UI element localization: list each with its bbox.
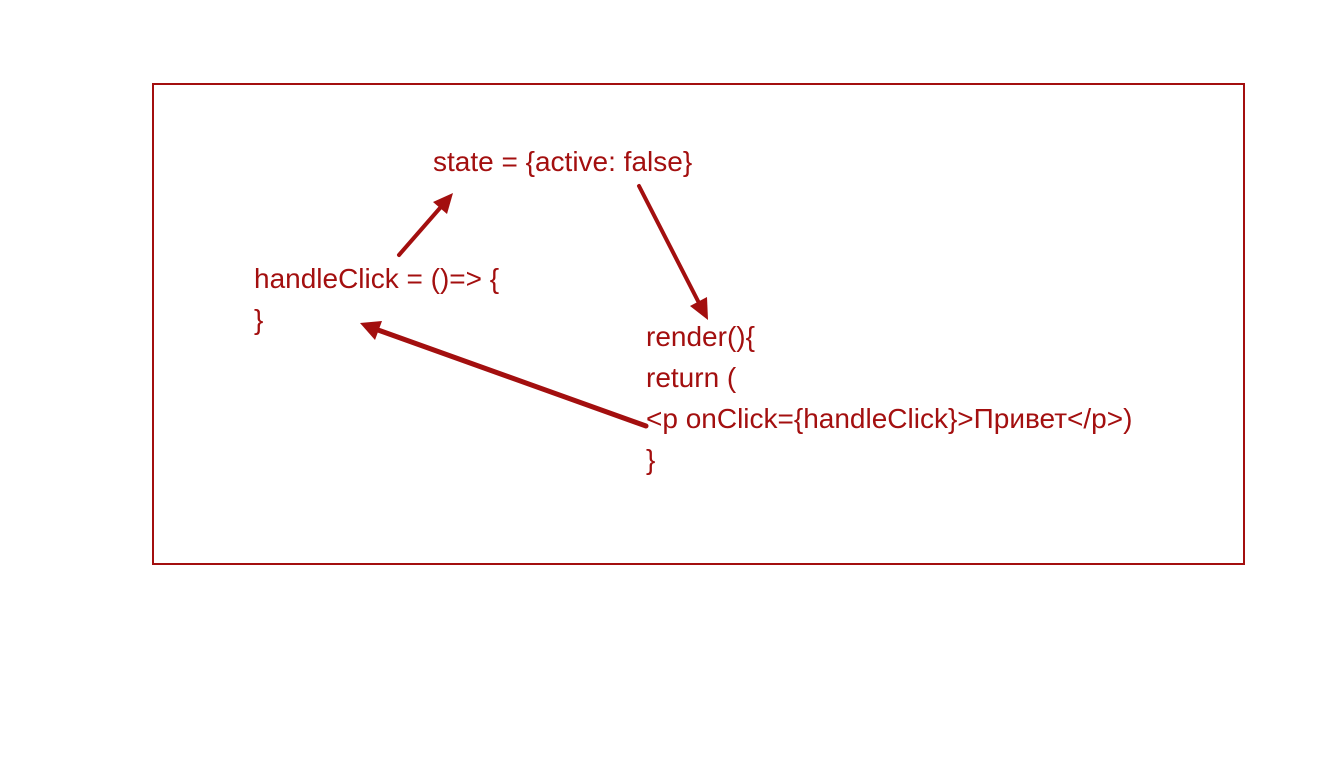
render-jsx-element: <p onClick={handleClick}>Привет</p>)	[646, 403, 1133, 434]
state-declaration: state = {active: false}	[433, 146, 693, 177]
render-declaration: render(){	[646, 321, 755, 352]
render-return: return (	[646, 362, 737, 393]
handler-declaration: handleClick = ()=> {	[254, 263, 500, 294]
diagram-frame	[152, 83, 1245, 565]
handler-closing-brace: }	[254, 304, 264, 335]
render-closing-brace: }	[646, 444, 656, 475]
